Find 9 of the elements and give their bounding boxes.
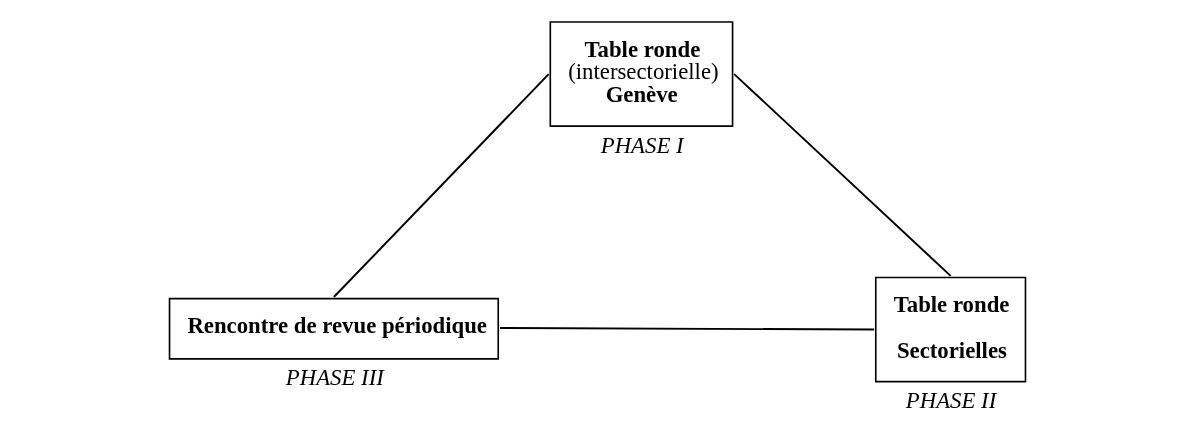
node-box: Table ronde Sectorielles — [874, 276, 1026, 383]
node-label: PHASE III — [285, 365, 384, 391]
node-label: PHASE I — [600, 132, 684, 158]
node-label: PHASE II — [905, 388, 996, 414]
node-box: Rencontre de revue périodique — [168, 297, 499, 360]
connector — [332, 73, 550, 298]
node-box: Table ronde (intersectorielle) Genève — [549, 21, 733, 127]
connector — [498, 327, 875, 331]
connector — [732, 73, 952, 277]
